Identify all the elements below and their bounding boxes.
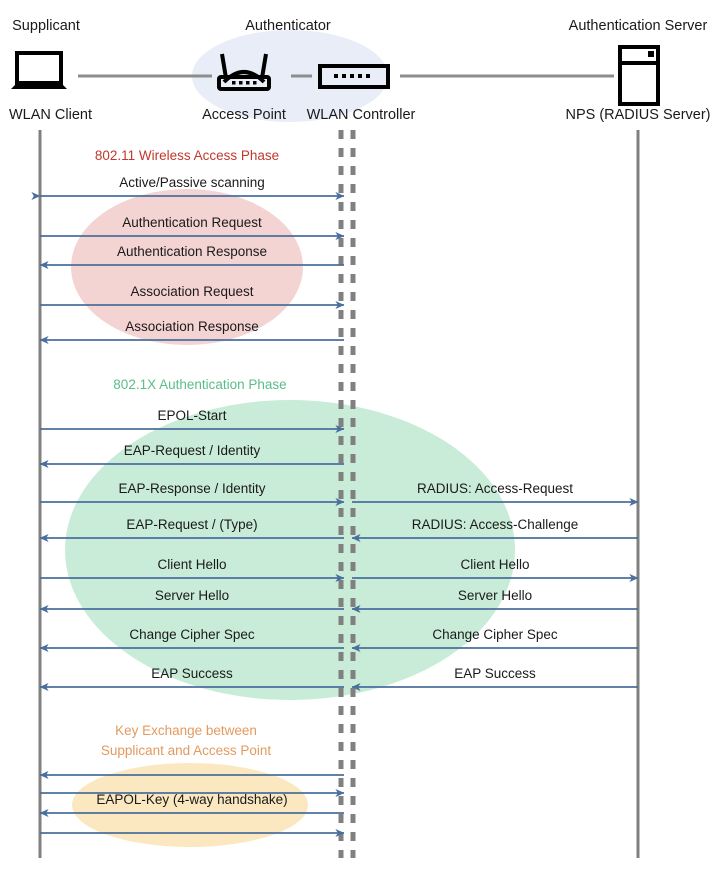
phase-title-dot1x: 802.1X Authentication Phase (113, 377, 287, 392)
actor-role-supplicant: Supplicant (12, 18, 80, 34)
message-label-r04: Server Hello (457, 588, 533, 603)
actor-role-auth-server: Authentication Server (568, 18, 708, 34)
message-label-m12: Change Cipher Spec (129, 627, 255, 642)
phase-title-key-exchange-line1: Key Exchange between (115, 723, 257, 738)
message-label-r02: RADIUS: Access-Challenge (411, 517, 579, 532)
wireless-access-point-icon (217, 53, 271, 91)
message-label-m09: EAP-Request / (Type) (126, 517, 258, 532)
message-arrow-group (31, 192, 639, 837)
phase-ellipse-wireless-access (71, 189, 303, 345)
message-label-m02: Authentication Request (122, 215, 262, 230)
actor-device-wlan-client: WLAN Client (9, 107, 92, 123)
network-switch-icon (318, 64, 390, 89)
message-label-m04: Association Request (130, 284, 254, 299)
actor-device-access-point: Access Point (202, 107, 286, 123)
message-label-r03: Client Hello (460, 557, 530, 572)
message-label-m07: EAP-Request / Identity (123, 443, 261, 458)
laptop-icon (11, 51, 67, 89)
phase-ellipse-dot1x-authentication (65, 400, 515, 700)
message-label-m03: Authentication Response (116, 244, 268, 259)
lifeline-group (38, 130, 640, 858)
actor-role-authenticator: Authenticator (245, 18, 331, 34)
message-label-m06: EPOL-Start (157, 408, 227, 423)
message-label-m11: Server Hello (154, 588, 230, 603)
message-label-r06: EAP Success (454, 666, 536, 681)
phase-title-key-exchange: Key Exchange between Supplicant and Acce… (76, 721, 296, 760)
message-label-m13: EAP Success (151, 666, 233, 681)
phase-title-key-exchange-line2: Supplicant and Access Point (100, 742, 272, 758)
actor-device-wlan-controller: WLAN Controller (306, 107, 416, 123)
message-label-r05: Change Cipher Spec (432, 627, 558, 642)
server-rack-icon (618, 45, 660, 106)
phase-title-wireless-access: 802.11 Wireless Access Phase (94, 148, 280, 163)
phase-ellipse-group (65, 189, 515, 847)
message-label-k03: EAPOL-Key (4-way handshake) (96, 792, 288, 807)
authenticator-highlight-ellipse (192, 30, 388, 122)
message-label-m08: EAP-Response / Identity (118, 481, 266, 496)
phase-ellipse-key-exchange (72, 763, 308, 847)
message-label-r01: RADIUS: Access-Request (416, 481, 574, 496)
header-group (78, 30, 614, 122)
message-label-m10: Client Hello (157, 557, 227, 572)
actor-device-nps: NPS (RADIUS Server) (565, 107, 711, 123)
message-label-m05: Association Response (125, 319, 259, 334)
message-label-m01: Active/Passive scanning (119, 175, 265, 190)
